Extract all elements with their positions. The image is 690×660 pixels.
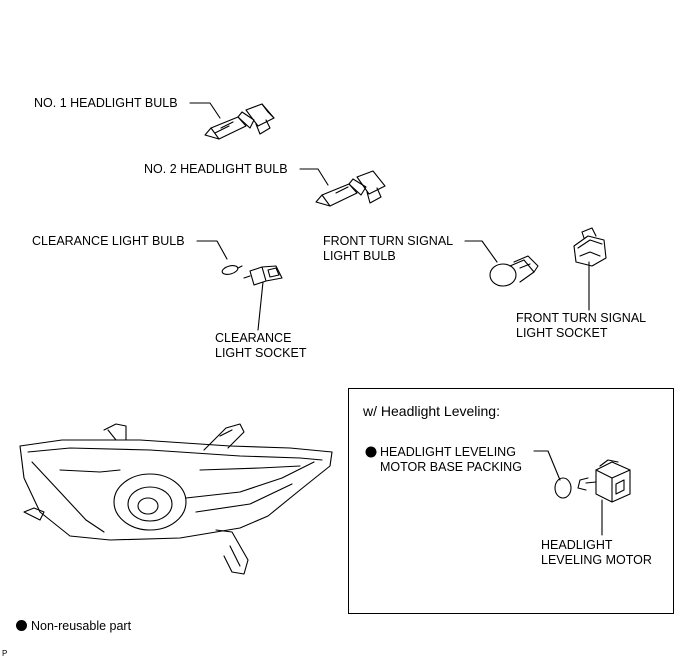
label-leveling-motor-base-packing: HEADLIGHT LEVELING MOTOR BASE PACKING [380, 445, 522, 475]
label-front-turn-signal-bulb: FRONT TURN SIGNAL LIGHT BULB [323, 234, 453, 264]
label-line-2: LIGHT BULB [323, 249, 396, 263]
no2-headlight-bulb-icon [315, 170, 386, 207]
headlight-assembly-icon [19, 423, 333, 575]
reference-code: P [2, 649, 8, 658]
non-reusable-dot-icon [16, 620, 27, 631]
label-line-1: HEADLIGHT LEVELING [380, 445, 516, 459]
label-line-2: LEVELING MOTOR [541, 553, 652, 567]
front-turn-signal-bulb-icon [489, 255, 539, 287]
clearance-light-socket-icon [243, 265, 283, 286]
label-no1-headlight-bulb: NO. 1 HEADLIGHT BULB [34, 96, 178, 110]
non-reusable-dot-icon [365, 446, 377, 458]
label-line-1: FRONT TURN SIGNAL [323, 234, 454, 248]
label-headlight-leveling-motor: HEADLIGHT LEVELING MOTOR [541, 538, 652, 568]
label-line-1: FRONT TURN SIGNAL [516, 311, 647, 325]
label-clearance-light-bulb: CLEARANCE LIGHT BULB [32, 234, 185, 248]
label-line-2: LIGHT SOCKET [516, 326, 608, 340]
legend-text: Non-reusable part [31, 619, 132, 633]
leveling-motor-packing-icon [554, 477, 572, 499]
front-turn-signal-socket-icon [573, 227, 607, 267]
no1-headlight-bulb-icon [204, 103, 275, 140]
inset-title: w/ Headlight Leveling: [363, 403, 500, 419]
label-front-turn-signal-socket: FRONT TURN SIGNAL LIGHT SOCKET [516, 311, 646, 341]
label-line-1: CLEARANCE [215, 331, 292, 345]
label-line-1: HEADLIGHT [541, 538, 613, 552]
label-line-2: MOTOR BASE PACKING [380, 460, 522, 474]
label-clearance-light-socket: CLEARANCE LIGHT SOCKET [215, 331, 306, 361]
label-line-2: LIGHT SOCKET [215, 346, 307, 360]
legend: Non-reusable part [16, 619, 131, 633]
clearance-light-bulb-icon [221, 265, 243, 275]
headlight-leveling-inset: w/ Headlight Leveling: [348, 388, 674, 614]
label-no2-headlight-bulb: NO. 2 HEADLIGHT BULB [144, 162, 288, 176]
leader-lines [189, 102, 603, 536]
leveling-motor-icon [577, 459, 631, 503]
